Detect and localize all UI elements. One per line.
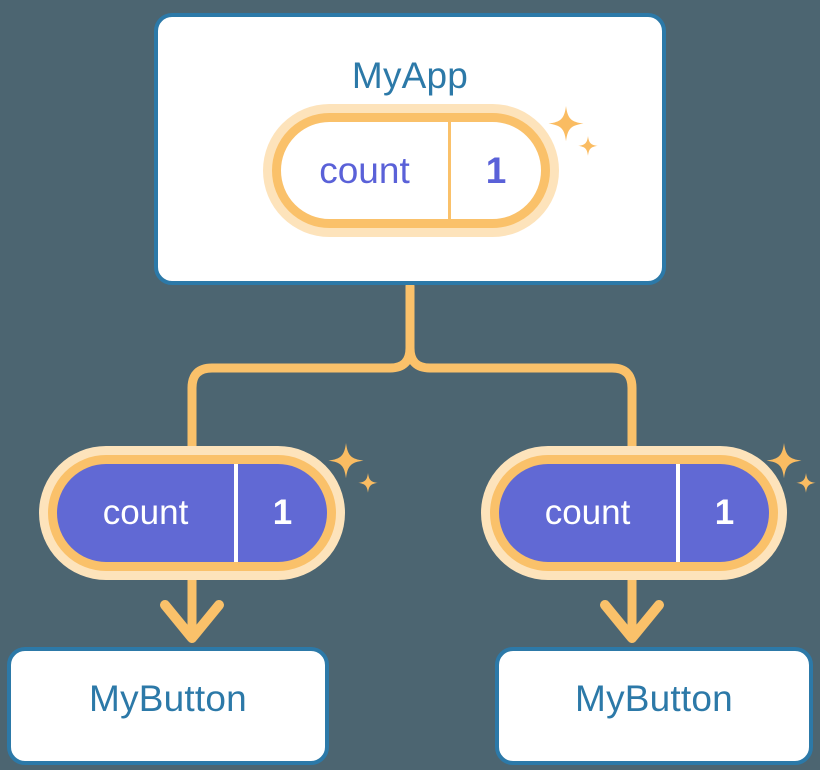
arrow-down-icon-left bbox=[160, 572, 224, 643]
state-pill-mybutton-right[interactable]: count 1 bbox=[490, 455, 778, 571]
state-value-label: 1 bbox=[676, 464, 769, 562]
component-card-mybutton-right[interactable]: MyButton bbox=[495, 647, 813, 765]
component-card-mybutton-left[interactable]: MyButton bbox=[7, 647, 329, 765]
state-pill-myapp[interactable]: count 1 bbox=[272, 113, 550, 228]
branch-connector-path bbox=[187, 281, 415, 457]
component-label-mybutton: MyButton bbox=[89, 678, 247, 719]
state-value-label: 1 bbox=[448, 122, 541, 219]
state-key-label: count bbox=[102, 493, 189, 532]
state-value-label: 1 bbox=[234, 464, 327, 562]
state-pill-mybutton-left[interactable]: count 1 bbox=[48, 455, 336, 571]
component-label-mybutton: MyButton bbox=[575, 678, 733, 719]
state-key-label: count bbox=[544, 493, 631, 532]
arrow-down-icon-right bbox=[600, 572, 664, 643]
state-key-label: count bbox=[319, 149, 410, 191]
component-label-myapp: MyApp bbox=[351, 55, 469, 96]
branch-connector-path-right bbox=[405, 343, 637, 457]
